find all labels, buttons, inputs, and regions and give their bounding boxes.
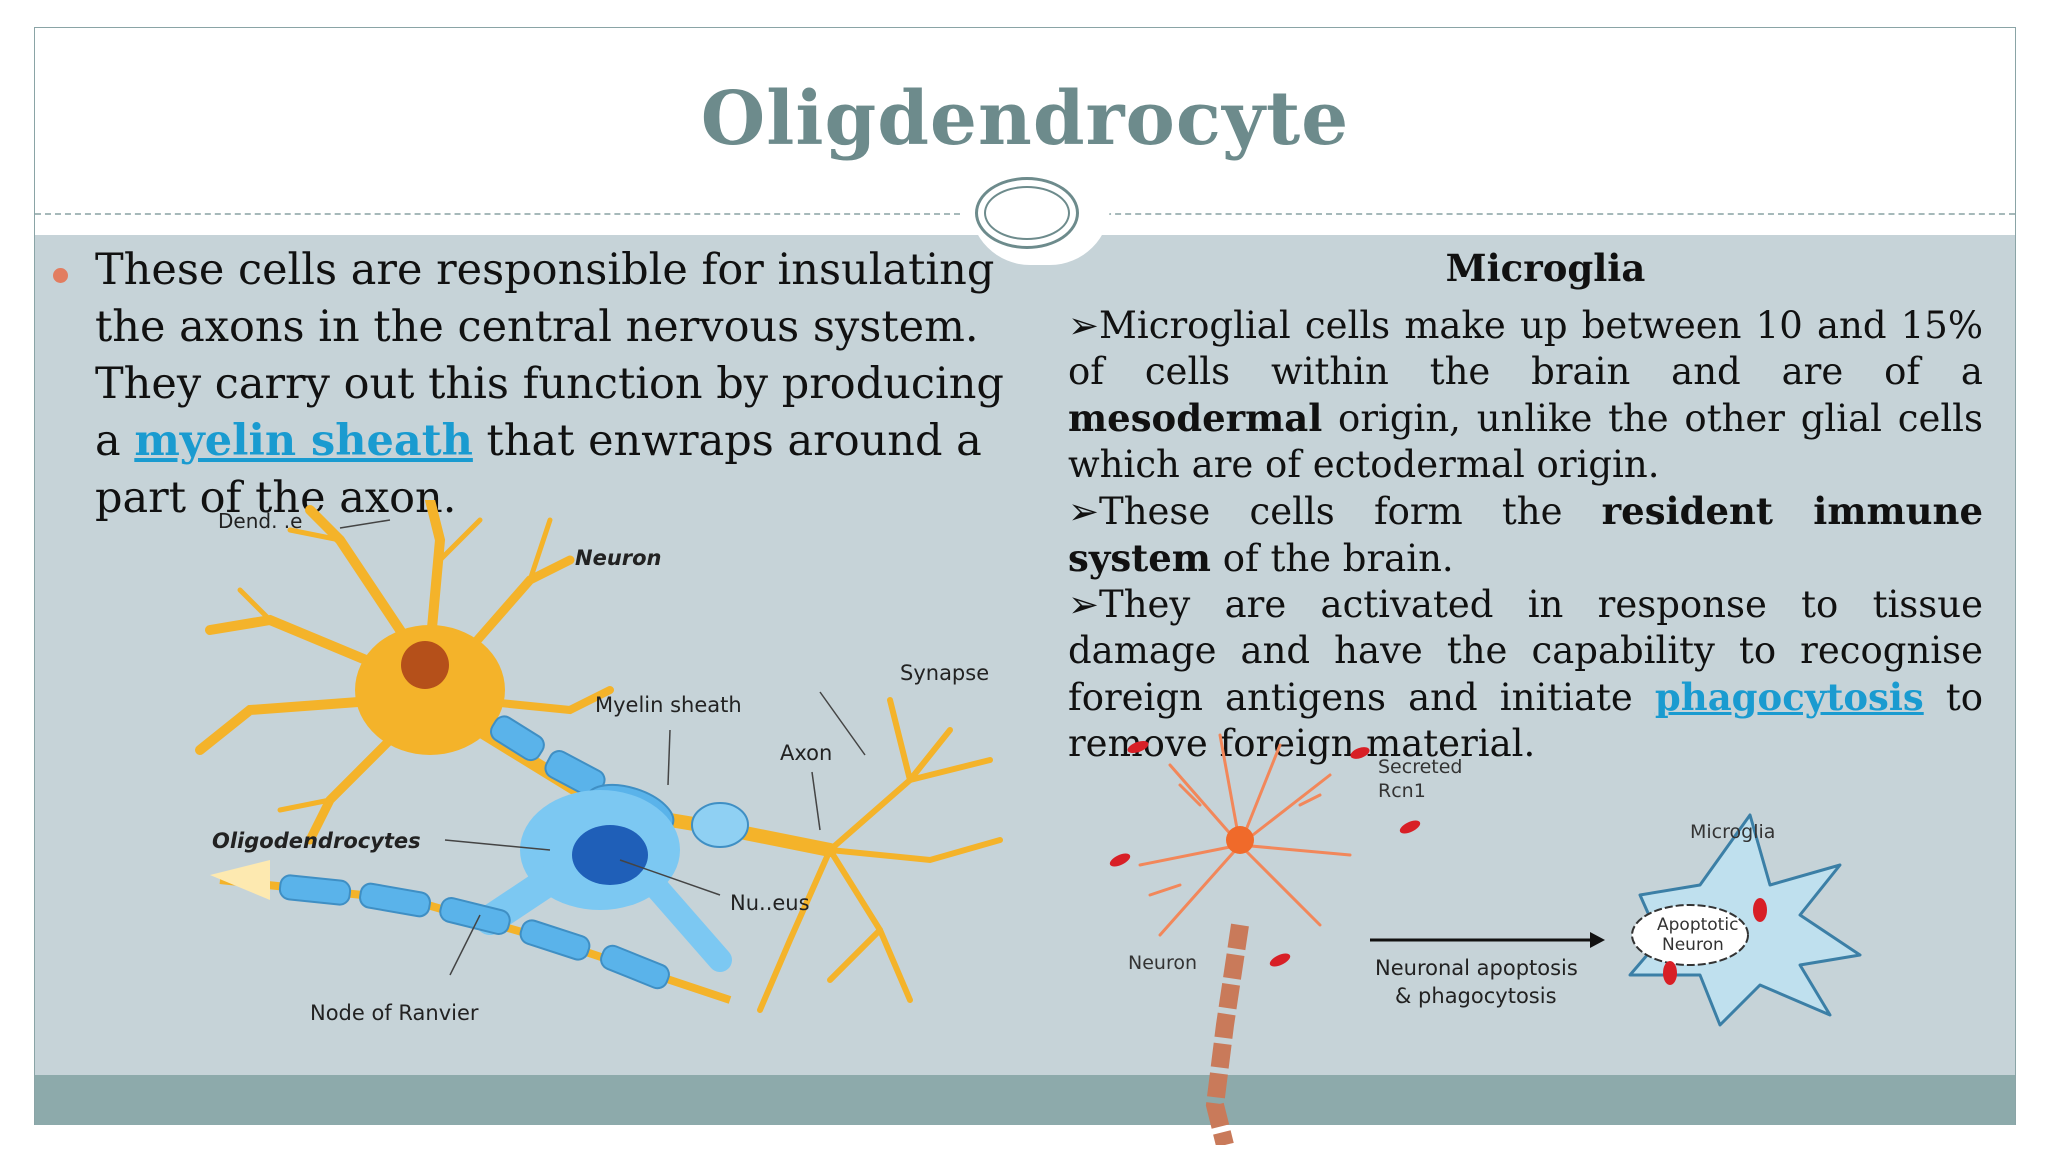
- microglia-point-1: ➢Microglial cells make up between 10 and…: [1068, 303, 1983, 488]
- label-nucleus: Nu..eus: [730, 891, 810, 915]
- divider-ring-icon: [975, 177, 1079, 249]
- label-apoptotic: Apoptotic: [1657, 915, 1738, 935]
- label-arrow-line1: Neuronal apoptosis: [1375, 956, 1578, 980]
- microglia-cell: [1628, 813, 1862, 1027]
- phagocytosis-link[interactable]: phagocytosis: [1654, 675, 1924, 719]
- label-neuron: Neuron: [575, 546, 662, 570]
- lower-axon: [210, 860, 732, 1004]
- microglia-diagram: Secreted Rcn1 Microglia Apoptotic Neuron…: [1109, 733, 1862, 1145]
- arrow-bullet-icon: ➢: [1068, 304, 1100, 347]
- label-rcn1: Rcn1: [1378, 780, 1426, 802]
- neuron-nucleus: [401, 641, 449, 689]
- title-divider-left: [35, 213, 960, 215]
- synapse-terminals: [757, 697, 1003, 1013]
- engulfed-particles: [1663, 898, 1767, 985]
- point-2-bold: resident immune system: [1068, 489, 1983, 580]
- neuron-dendrites: [195, 500, 614, 845]
- microglia-section: Microglia ➢Microglial cells make up betw…: [1068, 245, 1983, 767]
- point-2-text-b: of the brain.: [1210, 537, 1454, 580]
- label-synapse: Synapse: [900, 661, 989, 685]
- point-2-text-a: These cells form the: [1099, 490, 1602, 533]
- left-text-part1: These cells are responsible for insulati…: [95, 245, 1004, 466]
- point-1-text-b: origin, unlike the other glial cells whi…: [1068, 397, 1983, 486]
- slide-title: Oligdendrocyte: [700, 76, 1350, 162]
- arrow-bullet-icon: ➢: [1068, 490, 1100, 533]
- label-oligodendrocytes: Oligodendrocytes: [212, 829, 421, 853]
- point-3-text-a: They are activated in response to tissue…: [1068, 583, 1983, 719]
- title-divider-right: [1095, 213, 2015, 215]
- dying-neuron: [1138, 733, 1352, 937]
- neuron-cell-body: [355, 625, 505, 755]
- label-secreted: Secreted: [1378, 756, 1462, 778]
- label-microglia: Microglia: [1690, 821, 1775, 843]
- leader-lines: [339, 519, 866, 976]
- left-text-part2: that enwraps around a part of the axon.: [95, 416, 982, 523]
- neuron-axon-chain: [1205, 923, 1249, 1145]
- oligodendrocyte-cell: [475, 790, 732, 972]
- myelin-sheath-link[interactable]: myelin sheath: [134, 416, 473, 466]
- microglia-point-3: ➢They are activated in response to tissu…: [1068, 582, 1983, 767]
- label-neuron: Neuron: [1128, 952, 1197, 974]
- point-1-bold: mesodermal: [1068, 396, 1323, 440]
- label-axon: Axon: [780, 741, 832, 765]
- microglia-point-2: ➢These cells form the resident immune sy…: [1068, 488, 1983, 582]
- bullet-dot-icon: [53, 268, 68, 283]
- rcn1-particles: [1109, 740, 1421, 967]
- neuron-soma: [1226, 826, 1254, 854]
- arrow-bullet-icon: ➢: [1068, 583, 1100, 626]
- microglia-heading: Microglia: [1445, 246, 1646, 290]
- arrow-head-icon: [1590, 932, 1605, 948]
- label-arrow-line2: & phagocytosis: [1395, 984, 1557, 1008]
- footer-band: [35, 1075, 2015, 1125]
- apoptotic-neuron-blob: [1631, 904, 1749, 966]
- label-apoptotic-neuron: Neuron: [1662, 935, 1724, 955]
- label-dendrite: Dend. .e: [218, 509, 302, 533]
- label-myelin-sheath: Myelin sheath: [595, 693, 742, 717]
- left-paragraph: These cells are responsible for insulati…: [95, 242, 1035, 527]
- neuron-diagram: Dend. .e Neuron Myelin sheath Synapse Ax…: [195, 500, 1003, 1025]
- point-1-text-a: Microglial cells make up between 10 and …: [1068, 304, 1983, 393]
- label-node-of-ranvier: Node of Ranvier: [310, 1001, 479, 1025]
